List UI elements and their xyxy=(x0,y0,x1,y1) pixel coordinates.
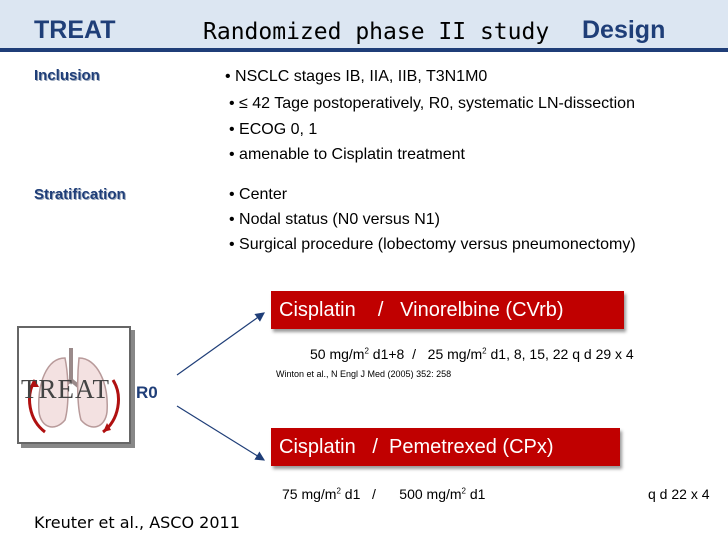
treat-logo: TREAT xyxy=(17,326,131,444)
arm-cvrb-box: Cisplatin / Vinorelbine (CVrb) xyxy=(271,291,624,329)
citation: Kreuter et al., ASCO 2011 xyxy=(34,513,240,532)
stratification-item: • Nodal status (N0 versus N1) xyxy=(229,211,441,228)
winton-reference: Winton et al., N Engl J Med (2005) 352: … xyxy=(276,369,452,379)
title-bar xyxy=(0,0,728,48)
stratification-label: Stratification xyxy=(34,186,126,203)
arrow-to-cvrb xyxy=(176,312,265,376)
arm-cpx-dose: 75 mg/m2 d1 / 500 mg/m2 d1 xyxy=(282,486,486,502)
lungs-icon xyxy=(28,348,120,434)
title-underline xyxy=(0,48,728,52)
title-treat: TREAT xyxy=(34,16,116,44)
stratification-item: • Surgical procedure (lobectomy versus p… xyxy=(229,236,636,253)
arm-cvrb-dose: 50 mg/m2 d1+8 / 25 mg/m2 d1, 8, 15, 22 q… xyxy=(310,346,634,362)
title-design: Design xyxy=(582,16,666,44)
inclusion-item: • NSCLC stages IB, IIA, IIB, T3N1M0 xyxy=(225,68,488,85)
inclusion-item: • ECOG 0, 1 xyxy=(229,121,318,138)
stratification-item: • Center xyxy=(229,186,288,203)
inclusion-item: • ≤ 42 Tage postoperatively, R0, systema… xyxy=(229,95,635,112)
inclusion-label: Inclusion xyxy=(34,67,100,84)
arm-cpx-schedule: q d 22 x 4 xyxy=(648,486,710,502)
arrow-to-cpx xyxy=(176,405,266,461)
logo-text: TREAT xyxy=(21,374,110,404)
arm-cpx-box: Cisplatin / Pemetrexed (CPx) xyxy=(271,428,620,466)
title-study: Randomized phase II study xyxy=(203,19,550,45)
arm-cpx-label: Cisplatin / Pemetrexed (CPx) xyxy=(279,435,554,458)
randomization-r0: R0 xyxy=(136,383,158,402)
arm-cvrb-label: Cisplatin / Vinorelbine (CVrb) xyxy=(279,298,564,321)
inclusion-item: • amenable to Cisplatin treatment xyxy=(229,146,465,163)
